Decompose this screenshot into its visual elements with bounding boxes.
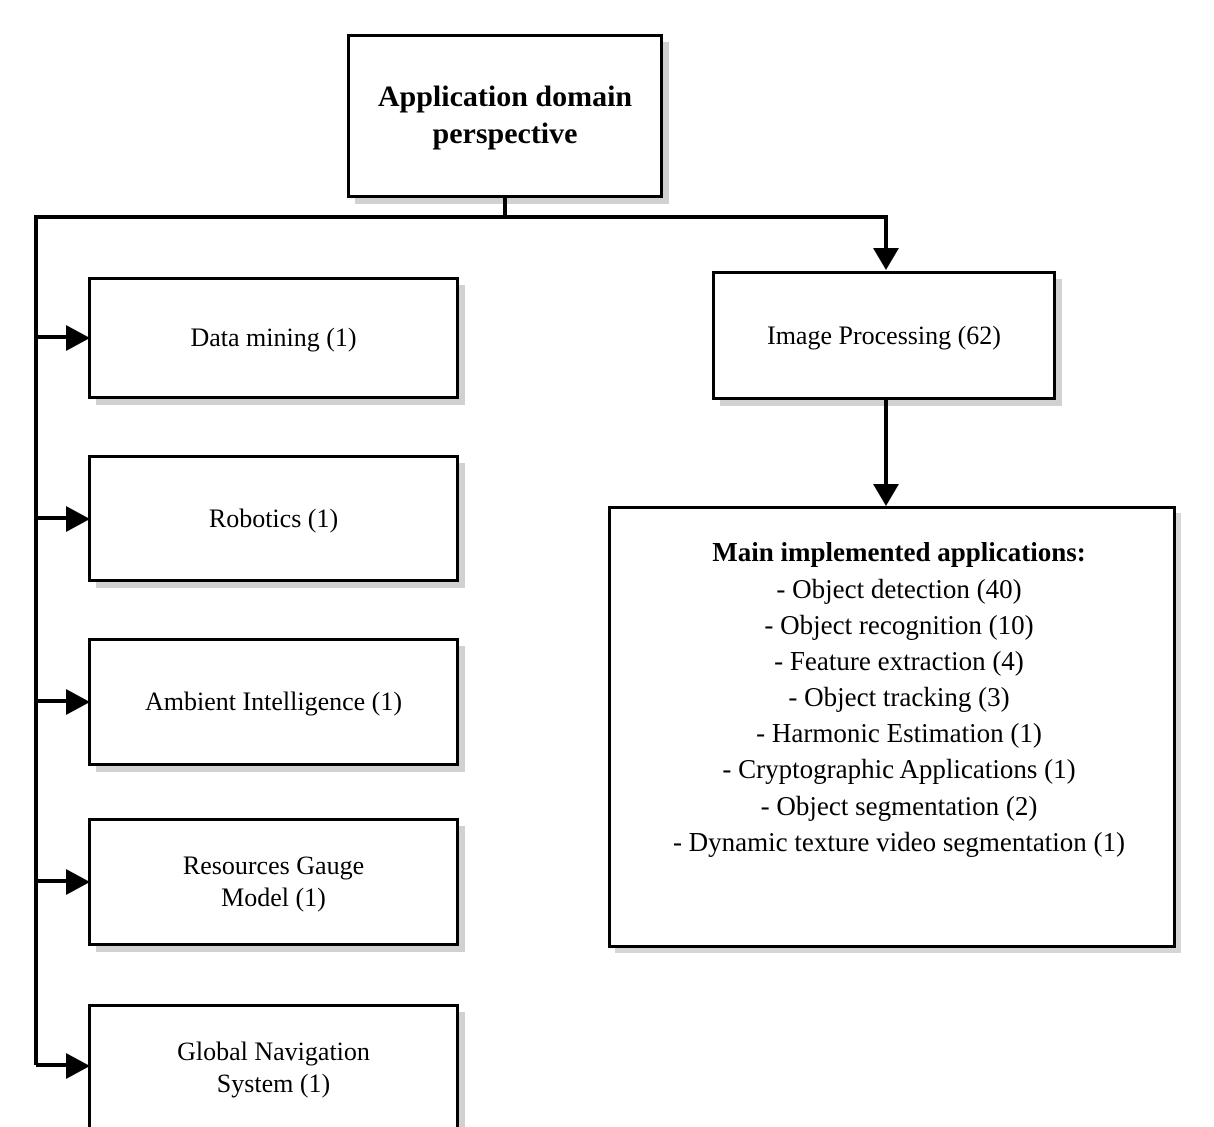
applications-list-item: - Object segmentation (2) [760, 790, 1038, 821]
node-image-processing-label: Image Processing (62) [767, 320, 1001, 350]
node-resources-gauge-model-label: Resources Gauge Model (1) [182, 851, 365, 912]
node-ambient-intelligence-label: Ambient Intelligence (1) [144, 687, 403, 717]
arrowhead-data-mining-icon [66, 325, 90, 351]
node-main-implemented-applications[interactable]: Main implemented applications: - Object … [608, 506, 1176, 948]
arrowhead-robotics-icon [66, 506, 90, 532]
node-data-mining-label: Data mining (1) [190, 323, 357, 353]
arrowhead-ambient-icon [66, 689, 90, 715]
arrowhead-resources-icon [66, 869, 90, 895]
connector-feeder-robotics [36, 516, 74, 520]
node-global-navigation-system[interactable]: Global Navigation System (1) [88, 1004, 459, 1127]
connector-horizontal-bus [34, 215, 887, 219]
node-data-mining[interactable]: Data mining (1) [88, 277, 459, 399]
applications-list-item: - Object tracking (3) [788, 682, 1010, 713]
node-ambient-intelligence[interactable]: Ambient Intelligence (1) [88, 638, 459, 766]
applications-list-item: - Object detection (40) [776, 573, 1022, 604]
applications-list-item: - Cryptographic Applications (1) [722, 754, 1076, 785]
node-global-navigation-system-label: Global Navigation System (1) [177, 1037, 370, 1098]
applications-list: - Object detection (40) - Object recognit… [623, 571, 1173, 860]
applications-list-item: - Object recognition (10) [764, 609, 1034, 640]
node-image-processing[interactable]: Image Processing (62) [712, 271, 1056, 400]
arrowhead-global-nav-icon [66, 1053, 90, 1079]
node-application-domain-perspective[interactable]: Application domain perspective [347, 34, 663, 198]
node-resources-gauge-model[interactable]: Resources Gauge Model (1) [88, 818, 459, 946]
connector-left-spine [34, 215, 38, 1065]
connector-feeder-global-nav [36, 1063, 74, 1067]
arrowhead-image-processing-icon [873, 248, 899, 270]
applications-list-item: - Dynamic texture video segmentation (1) [672, 826, 1126, 857]
connector-title-stem [503, 198, 507, 219]
connector-feeder-ambient [36, 699, 74, 703]
node-robotics[interactable]: Robotics (1) [88, 455, 459, 582]
connector-feeder-data-mining [36, 335, 74, 339]
arrowhead-applications-icon [873, 484, 899, 506]
applications-list-item: - Feature extraction (4) [774, 645, 1024, 676]
node-robotics-label: Robotics (1) [208, 503, 339, 533]
connector-image-processing-to-applications [884, 400, 888, 496]
connector-feeder-resources [36, 879, 74, 883]
applications-list-item: - Harmonic Estimation (1) [756, 718, 1042, 749]
node-title-label: Application domain perspective [377, 80, 633, 150]
connector-right-drop [884, 215, 888, 261]
applications-heading: Main implemented applications: [712, 537, 1086, 567]
